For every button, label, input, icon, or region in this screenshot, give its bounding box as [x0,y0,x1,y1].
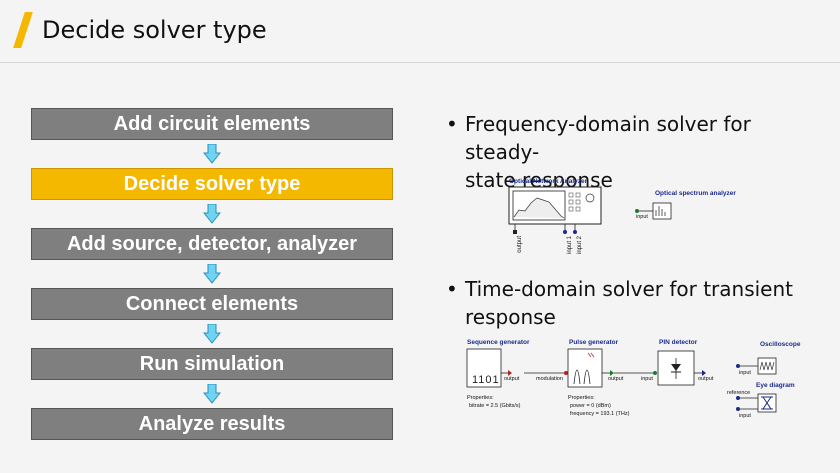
bullet-marker: • [446,277,458,301]
pin-detector-icon [653,350,706,386]
pin-detector-label: PIN detector [659,339,698,346]
properties-title: Properties: [568,395,595,401]
oscilloscope-icon [736,357,777,375]
properties-title: Properties: [467,395,494,401]
oscilloscope-label: Oscilloscope [760,341,801,348]
bullet-text-line: response [465,305,556,329]
optical-spectrum-analyzer-icon [635,202,672,220]
pulse-generator-icon [564,348,614,388]
sequence-generator-label: Sequence generator [467,339,530,346]
port-label: reference [727,390,750,396]
sequence-generator-icon [466,348,512,388]
ona-port-label: input 1 [567,235,573,254]
ona-port-label: output [517,236,523,253]
bullet-time-domain: • Time-domain solver for transient respo… [446,275,816,331]
port-label: output [608,376,624,382]
pulse-generator-label: Pulse generator [569,339,619,346]
port-label: modulation [536,376,563,382]
port-label: output [698,376,714,382]
down-arrow-icon [31,380,393,408]
down-arrow-icon [31,320,393,348]
property-text: power = 0 (dBm) [570,403,611,409]
eye-diagram-label: Eye diagram [756,382,795,389]
osa-port-label: input [636,214,648,220]
port-label: output [504,376,520,382]
eye-diagram-icon [736,393,777,413]
port-label: input [641,376,653,382]
down-arrow-icon [31,260,393,288]
bullet-text-line: Frequency-domain solver for steady- [465,112,751,164]
property-text: frequency = 193.1 (THz) [570,411,630,417]
time-domain-figure: Sequence generator 1101 output Propertie… [466,339,801,419]
bullet-text-line: Time-domain solver for transient [465,277,794,301]
property-text: bitrate = 2.5 (Gbits/s) [469,403,521,409]
bullet-marker: • [446,112,458,136]
down-arrow-icon [31,200,393,228]
step-add-source-detector-analyzer: Add source, detector, analyzer [31,228,393,260]
step-decide-solver-type: Decide solver type [31,168,393,200]
step-add-circuit-elements: Add circuit elements [31,108,393,140]
sequence-bits: 1101 [472,374,500,386]
frequency-domain-figure: Optical Network Analyzer output input 1 … [508,178,736,254]
port-label: input [739,370,751,376]
ona-label: Optical Network Analyzer [509,178,588,185]
step-connect-elements: Connect elements [31,288,393,320]
title-accent-bar [13,12,33,48]
step-run-simulation: Run simulation [31,348,393,380]
ona-port-label: input 2 [577,235,583,254]
port-label: input [739,413,751,419]
osa-label: Optical spectrum analyzer [655,190,736,197]
bullet-frequency-domain: • Frequency-domain solver for steady- st… [446,110,816,194]
slide-title: Decide solver type [42,16,267,44]
down-arrow-icon [31,140,393,168]
title-divider [0,62,840,63]
optical-network-analyzer-icon [508,186,602,234]
step-analyze-results: Analyze results [31,408,393,440]
workflow-flowchart: Add circuit elements Decide solver type … [31,108,393,440]
